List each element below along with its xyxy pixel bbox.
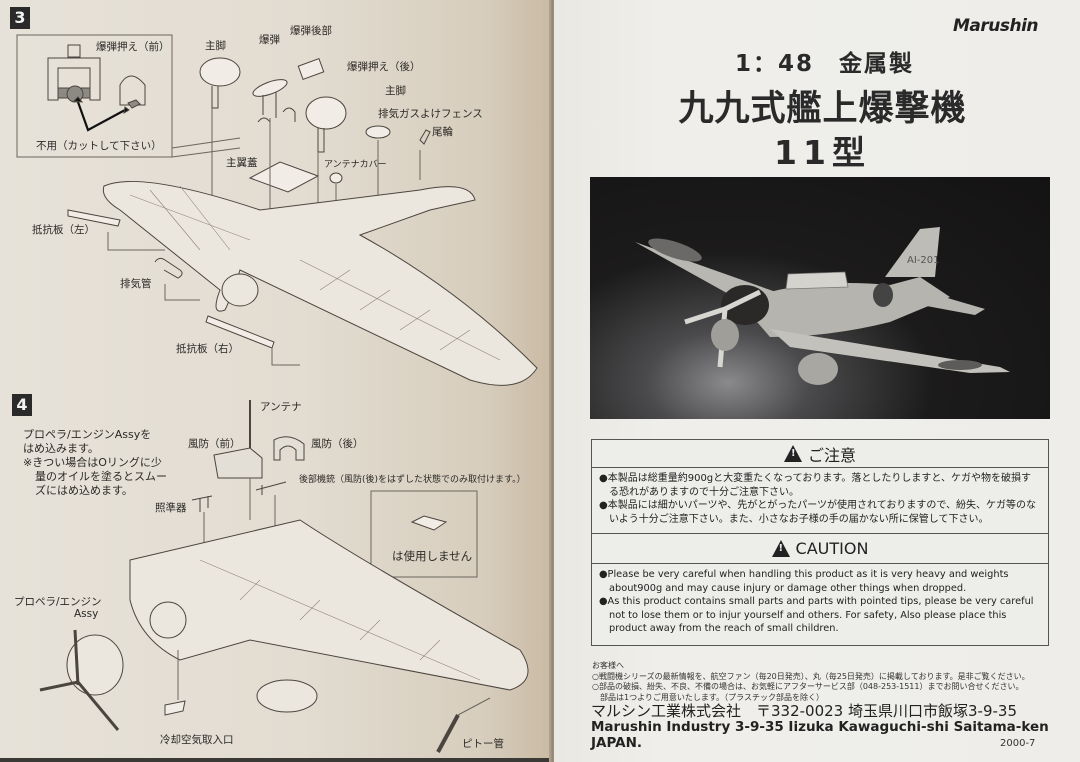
caution-item: ●本製品には細かいパーツや、先がとがったパーツが使用されておりますので、紛失、ケ… bbox=[599, 500, 1037, 525]
product-subtitle: 11型 bbox=[774, 133, 871, 172]
assembly-page: 3 爆弾押え（前） 不用（カットして下さい） 主脚 爆弾 爆弾後部 爆弾押え（後… bbox=[0, 0, 552, 758]
part-label-bomb: 爆弾 bbox=[259, 34, 280, 46]
part-label-bomb-holder-rear: 爆弾押え（後） bbox=[347, 61, 421, 73]
inset-note-cut: 不用（カットして下さい） bbox=[36, 140, 162, 152]
caution-item: ●Please be very careful when handling th… bbox=[599, 569, 1009, 594]
part-label-rear-gun: 後部機銃（風防(後)をはずした状態でのみ取付けます。） bbox=[299, 475, 526, 485]
part-label-pitot-tube: ピトー管 bbox=[462, 738, 504, 750]
product-title: 九九式艦上爆撃機 bbox=[678, 89, 967, 129]
part-label-antenna-cover: アンテナカバー bbox=[324, 160, 387, 170]
customer-notes: お客様へ ○戦闘機シリーズの最新情報を、航空ファン（毎20日発売）、丸（毎25日… bbox=[592, 661, 1030, 703]
warning-triangle-icon bbox=[783, 445, 802, 462]
brand-logo: Marushin bbox=[953, 16, 1039, 36]
customer-notes-heading: お客様へ bbox=[592, 661, 624, 670]
part-label-main-wing-cover: 主翼蓋 bbox=[226, 157, 258, 169]
assembly-diagram bbox=[16, 34, 538, 753]
caution-box-english: CAUTION ●Please be very careful when han… bbox=[591, 534, 1049, 646]
caution-heading-japanese: ご注意 bbox=[592, 440, 1048, 468]
company-address-english: Marushin Industry 3-9-35 Iizuka Kawaguch… bbox=[591, 719, 1049, 751]
step-number-3: 3 bbox=[10, 7, 30, 29]
caution-title-en: CAUTION bbox=[795, 539, 869, 558]
inset-label-bomb-holder-front: 爆弾押え（前） bbox=[96, 41, 170, 53]
edition-code: 2000-7 bbox=[1000, 738, 1036, 749]
part-label-windshield-rear: 風防（後） bbox=[311, 438, 364, 450]
part-label-air-brake-right: 抵抗板（右） bbox=[176, 343, 239, 355]
caution-body-english: ●Please be very careful when handling th… bbox=[592, 564, 1048, 641]
scale-material: 1：48 金属製 bbox=[735, 51, 915, 77]
step4-instructions: プロペラ/エンジンAssyを はめ込みます。 ※きつい場合はOリングに少 量のオ… bbox=[23, 428, 167, 498]
part-label-prop-engine: プロペラ/エンジン bbox=[14, 596, 102, 608]
warning-triangle-icon bbox=[771, 540, 790, 557]
part-label-gunsight: 照準器 bbox=[155, 502, 187, 514]
part-label-prop-engine-assy: Assy bbox=[74, 608, 99, 620]
instruction-note: 量のオイルを塗るとスムー bbox=[35, 470, 167, 483]
part-label-bomb-rear: 爆弾後部 bbox=[290, 25, 332, 37]
part-label-antenna: アンテナ bbox=[260, 401, 302, 413]
product-photo: AI-201 bbox=[590, 177, 1050, 419]
caution-heading-english: CAUTION bbox=[592, 534, 1048, 564]
part-label-tail-wheel: 尾輪 bbox=[432, 126, 453, 138]
company-address-japanese: マルシン工業株式会社 〒332-0023 埼玉県川口市飯塚3-9-35 bbox=[591, 702, 1017, 720]
instruction-line: はめ込みます。 bbox=[23, 442, 99, 455]
page-fold bbox=[549, 0, 557, 762]
caution-title-jp: ご注意 bbox=[807, 445, 856, 465]
step-number-4: 4 bbox=[12, 394, 32, 416]
part-label-windshield-front: 風防（前） bbox=[188, 438, 241, 450]
customer-note-line: ○戦闘機シリーズの最新情報を、航空ファン（毎20日発売）、丸（毎25日発売）に掲… bbox=[592, 671, 1030, 681]
part-label-main-leg-left: 主脚 bbox=[205, 40, 226, 52]
part-label-main-leg-right: 主脚 bbox=[385, 85, 406, 97]
caution-body-japanese: ●本製品は総重量約900gと大変重たくなっております。落としたりしますと、ケガや… bbox=[592, 468, 1048, 531]
part-label-air-brake-left: 抵抗板（左） bbox=[32, 224, 95, 236]
part-label-exhaust-fence: 排気ガスよけフェンス bbox=[378, 108, 483, 120]
part-label-exhaust-pipe: 排気管 bbox=[120, 278, 152, 290]
customer-note-line: ○部品の破損、紛失、不良、不備の場合は、お気軽にアフターサービス部（048-25… bbox=[592, 682, 1024, 691]
instruction-note: ズにはめ込めます。 bbox=[35, 484, 133, 497]
aircraft-photo-image: AI-201 bbox=[635, 227, 1010, 385]
caution-item: ●As this product contains small parts an… bbox=[599, 596, 1034, 634]
part-label-cooling-intake: 冷却空気取入口 bbox=[160, 734, 234, 746]
instruction-line: プロペラ/エンジンAssyを bbox=[23, 428, 152, 441]
unused-part-label: は使用しません bbox=[392, 549, 473, 563]
customer-note-line: 部品は1つよりご用意いたします。（プラスチック部品を除く） bbox=[592, 692, 824, 702]
tail-code: AI-201 bbox=[907, 255, 940, 266]
caution-box-japanese: ご注意 ●本製品は総重量約900gと大変重たくなっております。落としたりしますと… bbox=[591, 439, 1049, 534]
caution-item: ●本製品は総重量約900gと大変重たくなっております。落としたりしますと、ケガや… bbox=[599, 473, 1031, 498]
instruction-note: ※きつい場合はOリングに少 bbox=[23, 456, 162, 469]
